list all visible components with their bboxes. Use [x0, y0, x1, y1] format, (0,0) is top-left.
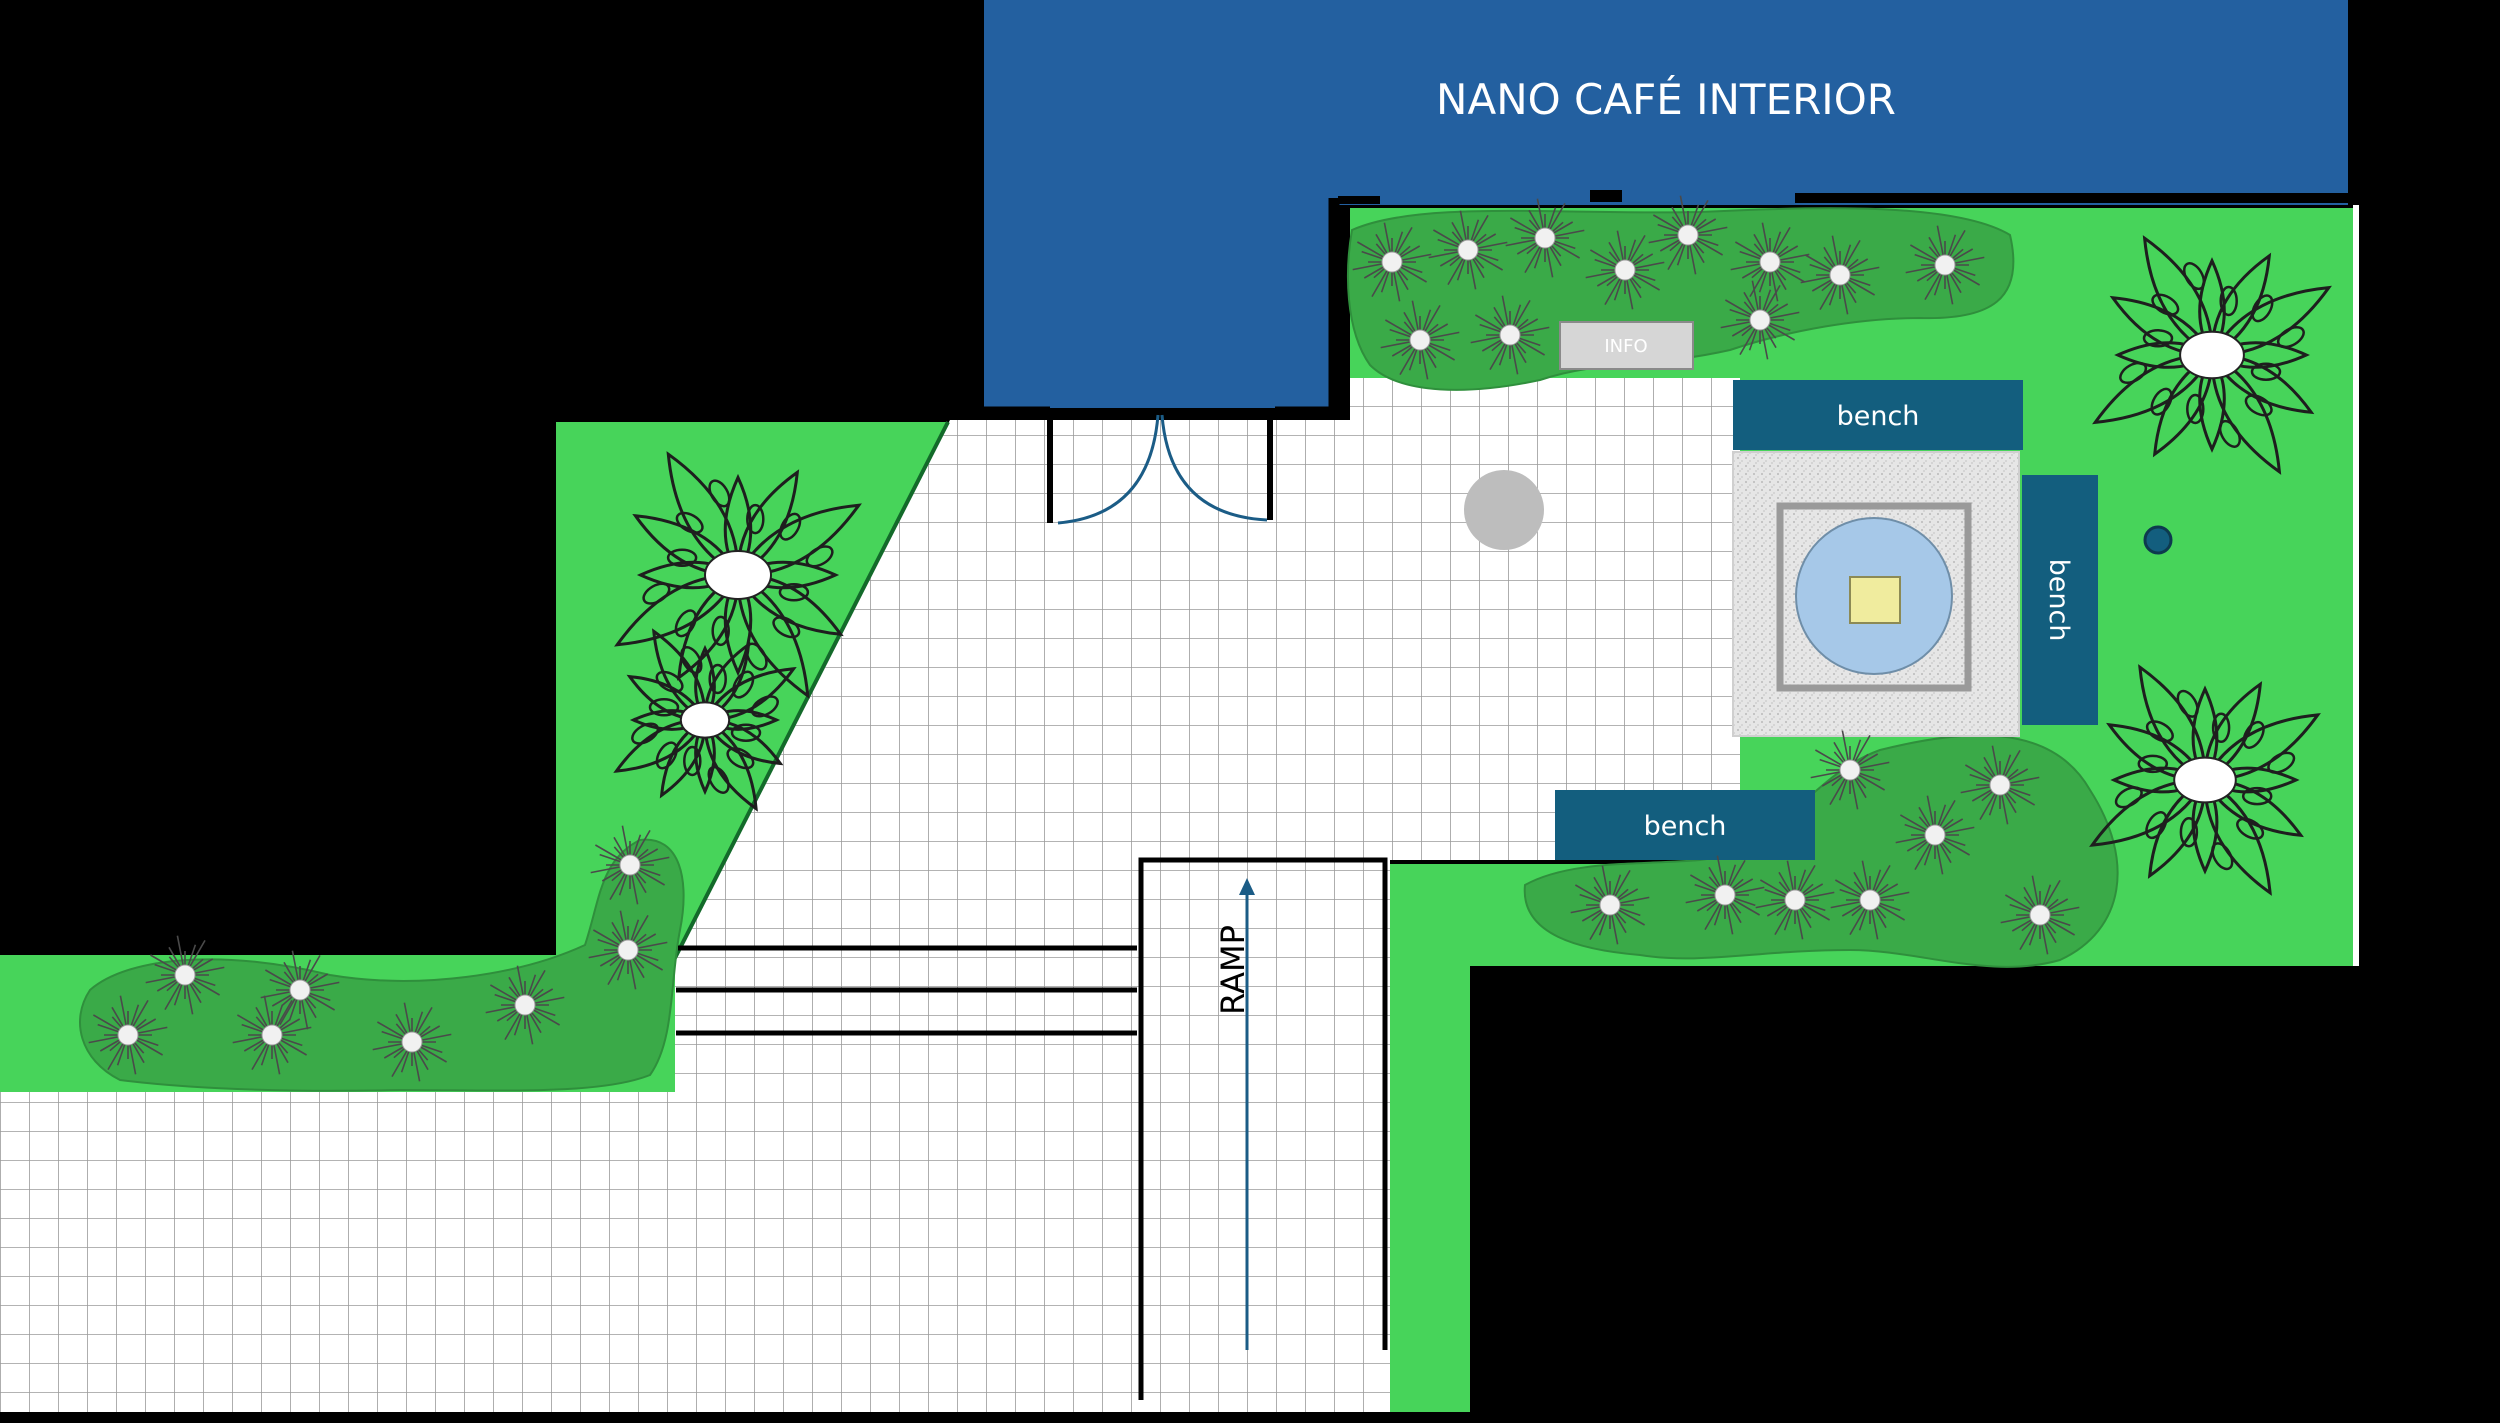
shrub-icon	[1648, 195, 1728, 275]
info-label: INFO	[1604, 336, 1647, 357]
shrub-icon	[1830, 860, 1910, 940]
paving	[0, 378, 1740, 1412]
bench-bottom[interactable]: bench	[1555, 790, 1815, 860]
building-walls	[984, 190, 2359, 966]
shrub-icon	[1730, 222, 1810, 302]
shrub-icon	[145, 935, 225, 1015]
shrub-icon	[232, 995, 312, 1075]
bench-bottom-label: bench	[1644, 811, 1727, 842]
shrub-icon	[1960, 745, 2040, 825]
ramp-label: RAMP	[1214, 925, 1252, 1015]
shrub-icon	[260, 950, 340, 1030]
post-icon	[2143, 525, 2173, 555]
shrub-icon	[1505, 198, 1585, 278]
interior-title: NANO CAFÉ INTERIOR	[1436, 74, 1896, 124]
shrub-icon	[1895, 795, 1975, 875]
bench-right[interactable]: bench	[2022, 475, 2098, 725]
tree-icon	[2089, 664, 2321, 896]
tree-icon	[613, 628, 797, 812]
shrub-icon	[1585, 230, 1665, 310]
shrub-icon	[1905, 225, 1985, 305]
shrub-icon	[1380, 300, 1460, 380]
shrub-icon	[1755, 860, 1835, 940]
bench-right-label: bench	[2043, 559, 2074, 642]
entrance-door[interactable]	[1057, 414, 1268, 525]
bench-top[interactable]: bench	[1733, 380, 2023, 450]
cafe-interior: NANO CAFÉ INTERIOR	[984, 0, 2348, 408]
ramp: RAMP	[1138, 857, 1388, 1400]
shrub-icon	[1428, 210, 1508, 290]
tree-icon	[2092, 235, 2332, 475]
shrub-icon	[588, 910, 668, 990]
tree-icon	[614, 451, 862, 699]
shrub-icon	[590, 825, 670, 905]
stairs	[676, 945, 1137, 1036]
shrub-icon	[88, 995, 168, 1075]
plants	[88, 195, 2332, 1082]
shrub-icon	[372, 1002, 452, 1082]
info-sign[interactable]: INFO	[1559, 321, 1694, 370]
shrub-icon	[1810, 730, 1890, 810]
shrub-icon	[1800, 235, 1880, 315]
shrub-icon	[485, 965, 565, 1045]
shrub-icon	[1720, 280, 1800, 360]
shrub-icon	[1685, 855, 1765, 935]
shrub-icon	[1352, 222, 1432, 302]
fountain	[1732, 451, 2020, 737]
bollard-icon	[1464, 470, 1544, 550]
shrub-icon	[1470, 295, 1550, 375]
shrub-icon	[2000, 875, 2080, 955]
shrub-icon	[1570, 865, 1650, 945]
bench-top-label: bench	[1837, 401, 1920, 432]
planting-beds	[79, 207, 2119, 1092]
